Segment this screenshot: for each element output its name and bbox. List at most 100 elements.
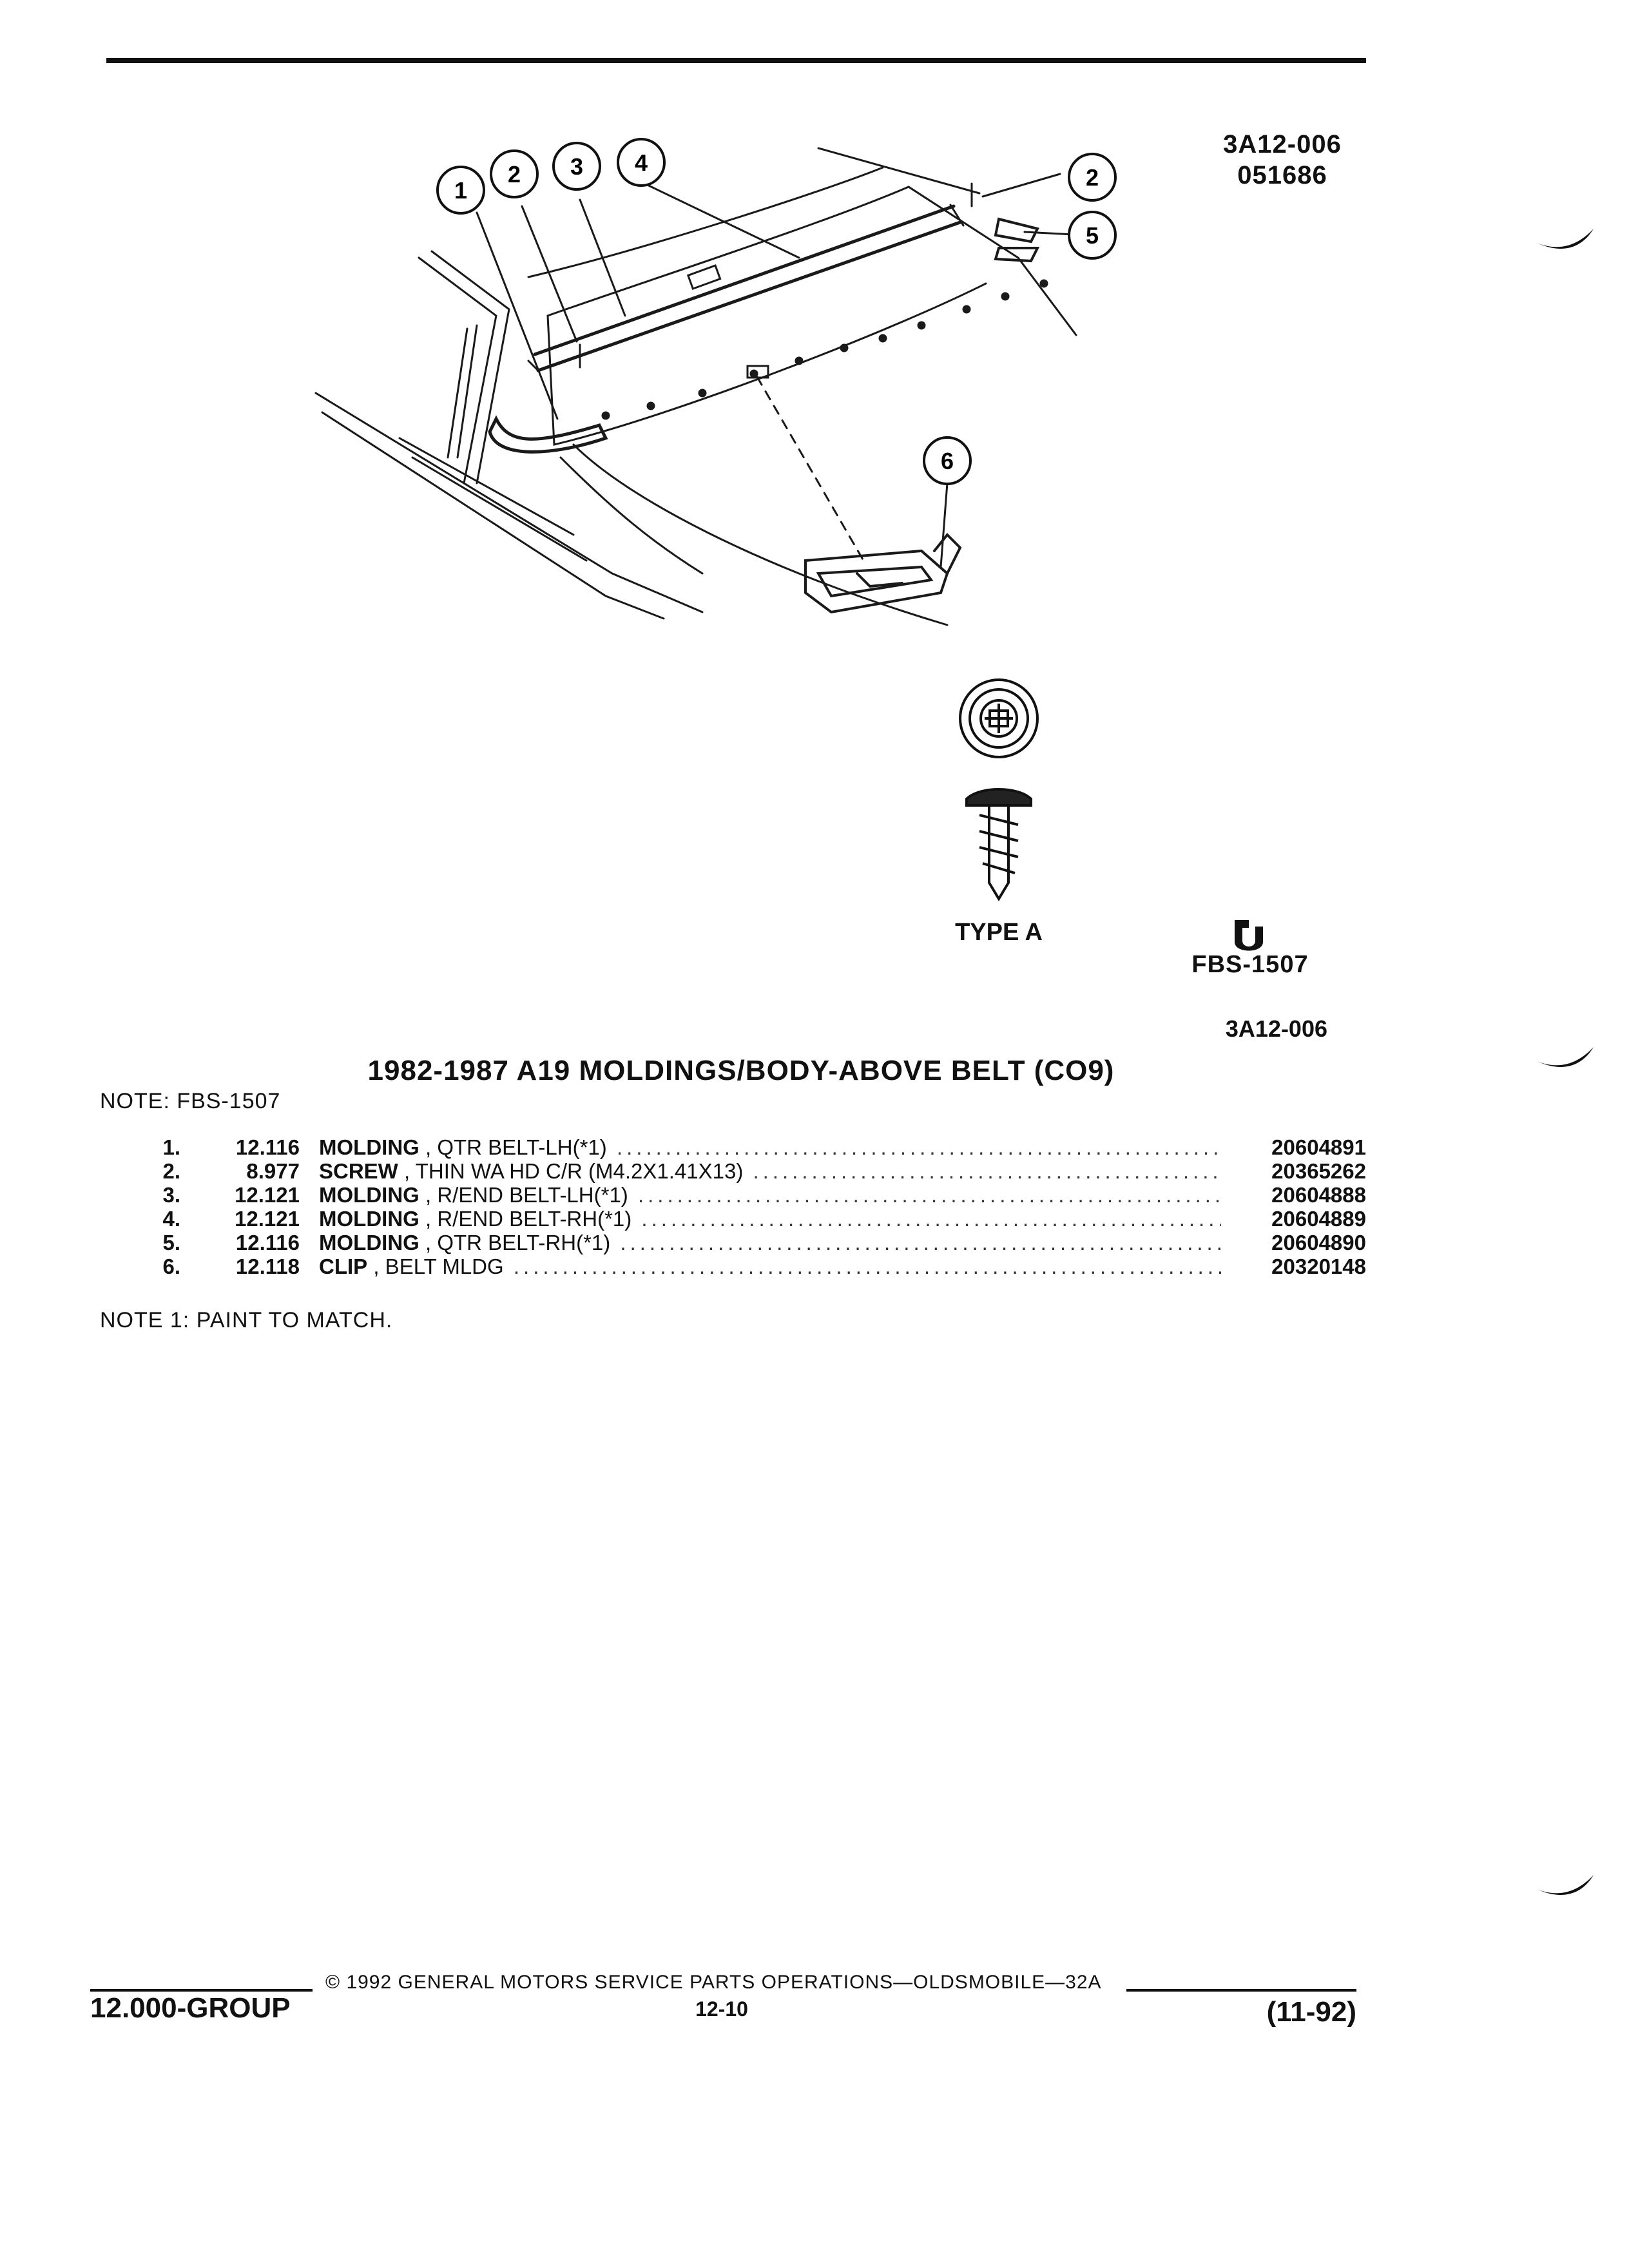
group-number: 12.121	[235, 1207, 300, 1231]
group-number: 12.118	[235, 1254, 300, 1278]
callouts: 1 2 3 4 2 5 6	[436, 138, 1117, 485]
leader-line-6	[940, 482, 949, 568]
item-number: 5.	[162, 1231, 180, 1254]
parts-row: 4. 12.121 MOLDING , R/END BELT-RH(*1) ..…	[148, 1207, 1366, 1231]
part-description: MOLDING , QTR BELT-LH(*1) ..............…	[319, 1135, 1221, 1159]
belt-clip-detail	[804, 533, 962, 614]
clip-leader-dash	[756, 376, 865, 562]
footer-group: 12.000-GROUP	[90, 1992, 291, 2024]
part-description: MOLDING , R/END BELT-RH(*1) ............…	[319, 1207, 1221, 1231]
group-number: 12.121	[235, 1183, 300, 1207]
leader-line-2	[521, 205, 578, 343]
parts-row: 1. 12.116 MOLDING , QTR BELT-LH(*1) ....…	[148, 1135, 1366, 1159]
belt-molding-strip	[536, 220, 962, 372]
molding-joint	[686, 264, 722, 291]
type-a-label: TYPE A	[955, 919, 1043, 946]
qtr-belt-molding-rh	[994, 217, 1039, 244]
svg-text:1: 1	[454, 177, 467, 204]
part-detail: , R/END BELT-RH(*1)	[419, 1207, 632, 1231]
window-opening-lower	[546, 282, 987, 446]
part-name: CLIP	[319, 1254, 368, 1278]
svg-text:5: 5	[1086, 222, 1099, 249]
part-description: MOLDING , QTR BELT-RH(*1) ..............…	[319, 1231, 1221, 1254]
callout-1: 1	[436, 166, 485, 215]
binder-mark-icon	[1537, 229, 1594, 249]
top-rule	[106, 58, 1366, 63]
leader-line-2b	[981, 173, 1061, 198]
part-number: 20604888	[1271, 1183, 1366, 1207]
qtr-belt-molding-lh	[488, 415, 608, 454]
footer-copyright: © 1992 GENERAL MOTORS SERVICE PARTS OPER…	[325, 1972, 1102, 1993]
callout-4: 4	[617, 138, 666, 187]
part-detail: , THIN WA HD C/R (M4.2X1.41X13)	[398, 1159, 744, 1183]
part-description: MOLDING , R/END BELT-LH(*1) ............…	[319, 1183, 1221, 1207]
parts-list: 1. 12.116 MOLDING , QTR BELT-LH(*1) ....…	[148, 1135, 1366, 1278]
reference-code: 3A12-006	[1225, 1015, 1327, 1042]
part-name: SCREW	[319, 1159, 398, 1183]
callout-6: 6	[923, 436, 972, 485]
illustration-codes: 3A12-006 051686	[1205, 129, 1360, 191]
item-number: 3.	[162, 1183, 180, 1207]
leader-dots: ........................................…	[753, 1159, 1221, 1183]
pillar-inner	[456, 324, 478, 459]
clip-holes	[601, 279, 1048, 420]
callout-5: 5	[1068, 211, 1117, 260]
item-number: 4.	[162, 1207, 180, 1231]
callout-3: 3	[552, 142, 601, 191]
qtr-belt-molding-rh	[994, 247, 1040, 263]
svg-text:6: 6	[941, 448, 954, 474]
note-paint: NOTE 1: PAINT TO MATCH.	[100, 1308, 393, 1332]
part-description: SCREW , THIN WA HD C/R (M4.2X1.41X13) ..…	[319, 1159, 1221, 1183]
svg-text:3: 3	[570, 153, 583, 180]
parts-row: 6. 12.118 CLIP , BELT MLDG .............…	[148, 1254, 1366, 1278]
illustration-code: 3A12-006	[1223, 130, 1342, 159]
callout-2b: 2	[1068, 153, 1117, 202]
item-number: 6.	[162, 1254, 180, 1278]
part-detail: , QTR BELT-LH(*1)	[419, 1135, 607, 1159]
part-name: MOLDING	[319, 1183, 419, 1207]
leader-line-1	[476, 211, 559, 420]
leader-dots: ........................................…	[620, 1231, 1221, 1254]
page-number: 12-10	[695, 1997, 748, 2021]
illustration-date-code: 051686	[1237, 161, 1327, 189]
section-title: 1982-1987 A19 MOLDINGS/BODY-ABOVE BELT (…	[367, 1055, 1115, 1086]
fastener-symbol-icon	[1235, 920, 1263, 951]
binder-mark-icon	[1537, 1047, 1594, 1067]
footer-rule	[1126, 1989, 1356, 1992]
door-pillar	[418, 256, 497, 485]
part-detail: , BELT MLDG	[367, 1254, 504, 1278]
leader-dots: ........................................…	[513, 1254, 1221, 1278]
body-side-line	[398, 437, 575, 536]
window-opening	[546, 186, 1077, 336]
part-number: 20320148	[1271, 1254, 1366, 1278]
svg-text:2: 2	[1086, 164, 1099, 191]
parts-row: 5. 12.116 MOLDING , QTR BELT-RH(*1) ....…	[148, 1231, 1366, 1254]
exploded-view-diagram: 1 2 3 4 2 5 6	[314, 138, 1117, 626]
leader-dots: ........................................…	[637, 1183, 1221, 1207]
leader-dots: ........................................…	[616, 1135, 1221, 1159]
body-side-line	[411, 456, 588, 562]
binder-mark-icon	[1537, 1875, 1594, 1895]
part-name: MOLDING	[319, 1231, 419, 1254]
part-detail: , QTR BELT-RH(*1)	[419, 1231, 611, 1254]
roof-line	[817, 147, 981, 195]
group-number: 8.977	[246, 1159, 300, 1183]
part-number: 20604890	[1271, 1231, 1366, 1254]
group-number: 12.116	[235, 1135, 300, 1159]
leader-dots: ........................................…	[641, 1207, 1221, 1231]
molding-end-cap	[527, 204, 965, 372]
glass-line	[527, 166, 884, 278]
svg-text:2: 2	[508, 161, 521, 187]
deck-line	[572, 443, 949, 626]
part-detail: , R/END BELT-LH(*1)	[419, 1183, 628, 1207]
note-fbs: NOTE: FBS-1507	[100, 1089, 281, 1113]
fbs-label: FBS-1507	[1191, 951, 1309, 978]
svg-text:4: 4	[635, 149, 648, 176]
body-side-line	[321, 411, 665, 620]
part-name: MOLDING	[319, 1207, 419, 1231]
footer-rule	[90, 1989, 313, 1992]
part-name: MOLDING	[319, 1135, 419, 1159]
door-pillar	[430, 250, 510, 485]
group-number: 12.116	[235, 1231, 300, 1254]
parts-row: 3. 12.121 MOLDING , R/END BELT-LH(*1) ..…	[148, 1183, 1366, 1207]
